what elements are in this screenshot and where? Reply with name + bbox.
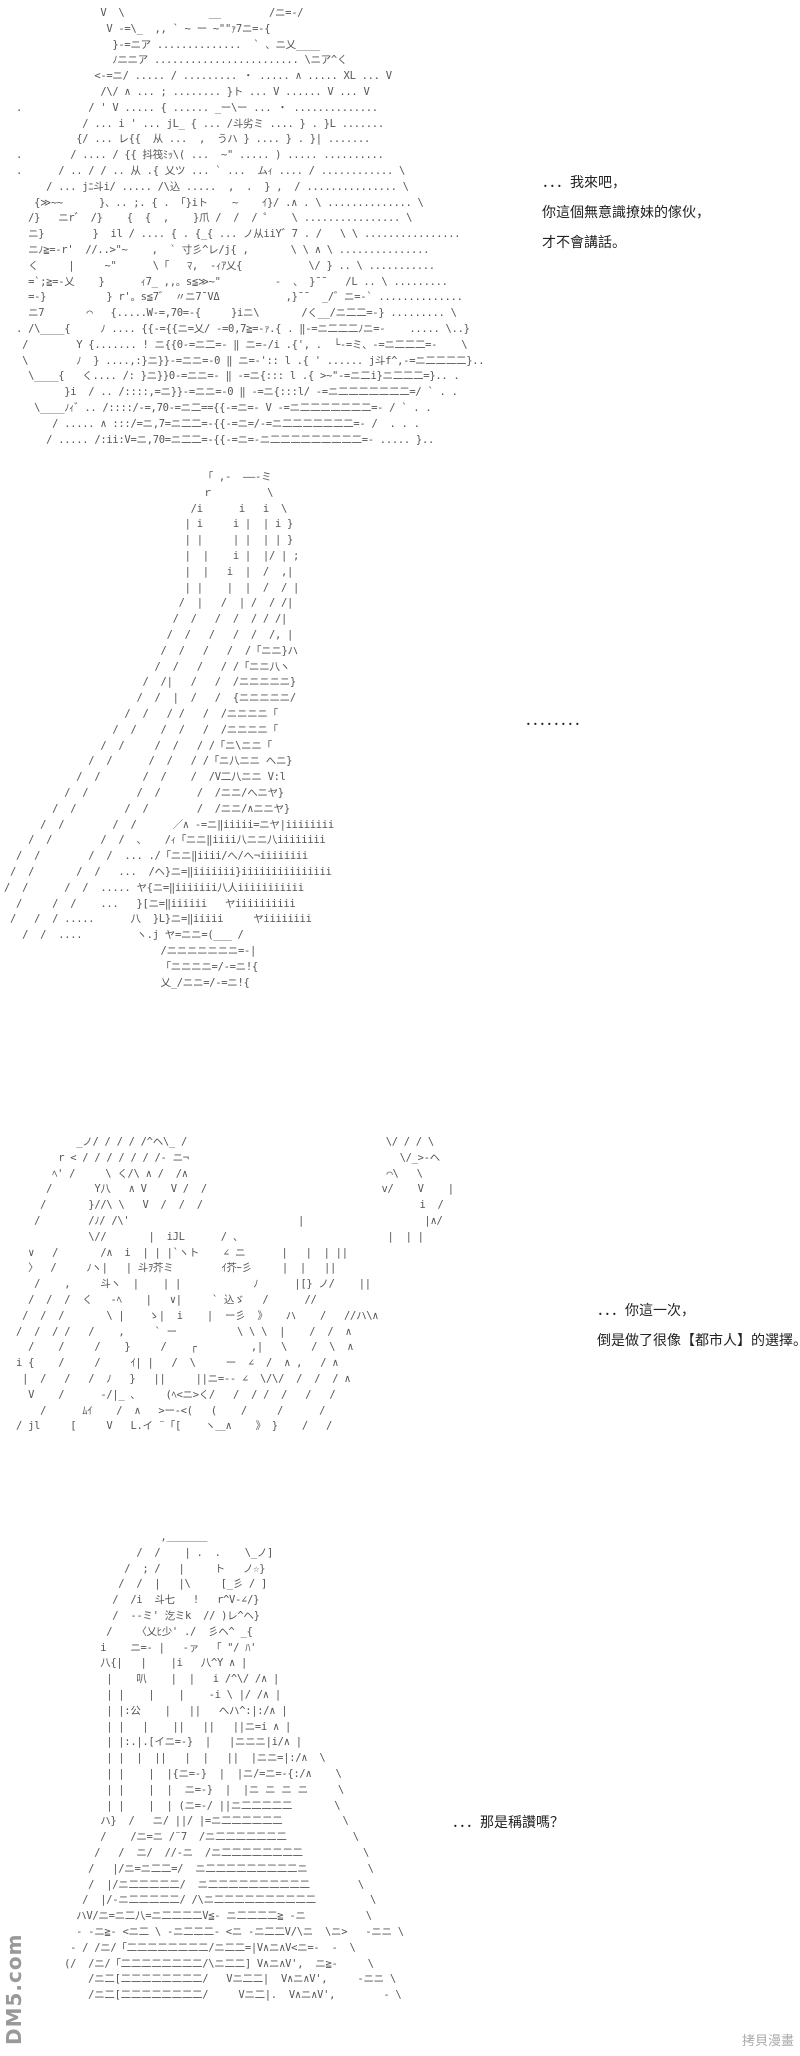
ascii-art-panel-3: _ノ/ / / / /^ヘ\_ / \/ / / \ r < / / / / /… [16,1136,454,1433]
dialogue-line: ．．．那是稱讚嗎？ [452,1815,564,1831]
dialogue-line: 你這個無意識撩妹的傢伙， [542,205,710,221]
ascii-art-panel-1: V \ __ /ニ=-/ V -=\_ ,, ` ~ ー ~""ｧ7ニ=-{ }… [16,7,485,446]
dialogue-panel-1: ．．．我來吧， 你這個無意識撩妹的傢伙， 才不會講話。 [542,168,710,258]
dialogue-line: ．．．我來吧， [542,175,626,191]
dialogue-panel-3: ．．．你這一次， 倒是做了很像【都市人】的選擇。 [597,1296,800,1356]
dialogue-line: 才不會講話。 [542,235,626,251]
ascii-art-panel-2: 「 ,- ――‐ミ ｒ \ /i i i \ | i i | | i } | |… [4,471,334,989]
dialogue-line: ．．．你這一次， [597,1303,695,1319]
dialogue-panel-2: ．．．．．．．． [525,706,588,736]
dialogue-line: ．．．．．．．． [525,713,588,729]
copymanga-watermark: 拷貝漫畫 [741,2034,794,2049]
dialogue-panel-4: ．．．那是稱讚嗎？ [452,1808,564,1838]
ascii-art-panel-4: ,＿＿＿＿ / / | . . \_ノ] / ; / | ト ノ☆} / / |… [64,1531,404,2002]
dm5-watermark: DM5.com [2,1933,26,2045]
dialogue-line: 倒是做了很像【都市人】的選擇。 [597,1333,800,1349]
